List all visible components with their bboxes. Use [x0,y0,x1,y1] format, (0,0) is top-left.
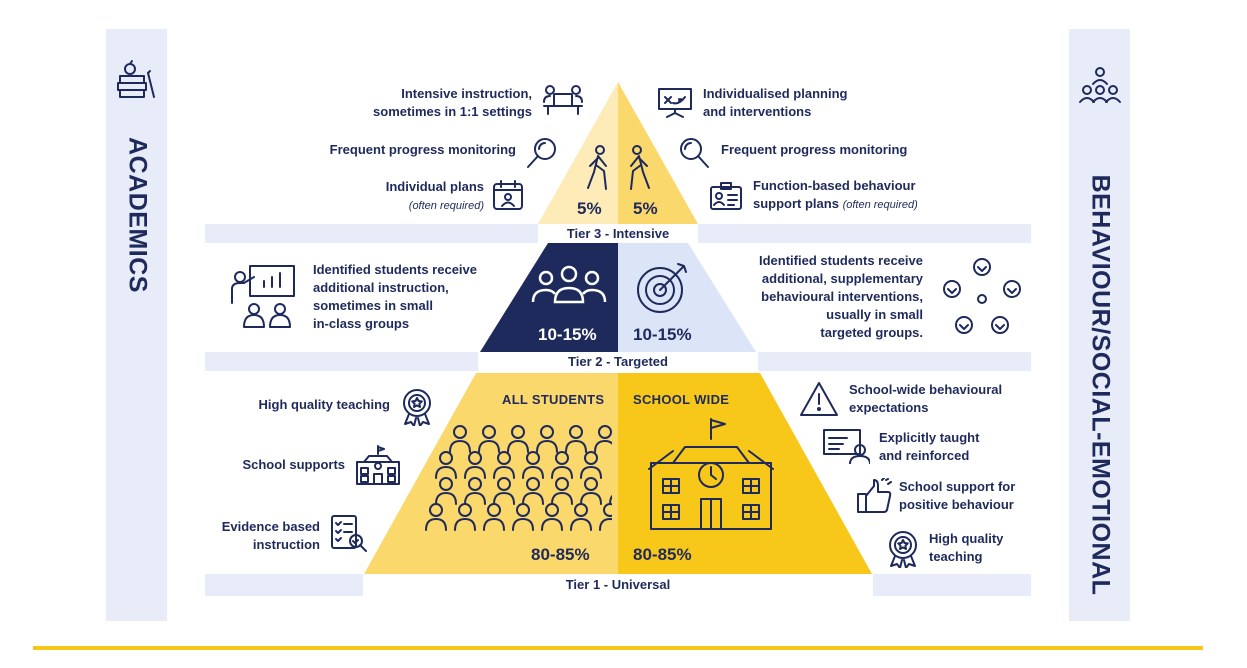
award-icon [403,389,431,426]
crowd-icon [425,425,612,531]
tier3-left-segment [538,82,618,224]
academics-t1-item-3: Evidence based instruction [221,519,320,552]
checklist-icon [331,515,367,552]
group-circle-icon [1079,67,1121,103]
group-people-icon [531,265,607,304]
tier3-label: Tier 3 - Intensive [566,226,670,241]
tier1-left-pct: 80-85% [531,545,590,564]
books-apple-icon [117,60,155,98]
tier1-right-pct: 80-85% [633,545,692,564]
tier2-left-pct: 10-15% [538,325,597,344]
academics-title: ACADEMICS [123,137,151,293]
academics-sidebar: ACADEMICS [106,29,167,621]
teacher-board-icon [823,429,870,464]
presentation-group-icon [231,265,295,328]
tier1-label-bg [363,574,873,596]
magnifier-icon [680,138,709,168]
academics-t1-item-1: High quality teaching [258,397,390,412]
tier3-right-pct: 5% [633,199,658,218]
tier3-label-bg [538,224,698,243]
award-icon [889,531,917,568]
target-icon [637,263,687,313]
behaviour-t1-item-4: High quality teaching [929,531,1004,564]
tier2-label-bg [478,352,758,371]
tier3-left-pct: 5% [577,199,602,218]
tier1-label: Tier 1 - Universal [565,577,671,592]
behaviour-t3-item-2: Frequent progress monitoring [721,142,908,157]
tier1-right-segment [618,373,872,574]
academics-t3-item-2: Frequent progress monitoring [329,142,516,157]
all-students-heading: ALL STUDENTS [502,392,605,407]
calendar-person-icon [493,180,523,210]
school-icon [356,445,400,485]
thumbs-up-icon [857,478,892,513]
desk-people-icon [543,85,583,115]
tier2-right-pct: 10-15% [633,325,692,344]
behaviour-t1-item-3: School support for positive behaviour [899,479,1016,512]
academics-t3-item-3: Individual plans (often required) [385,179,484,212]
warning-icon [800,382,838,416]
academics-t2-text: Identified students receive additional i… [313,262,477,331]
tier2-left-segment [480,243,618,352]
tier2-label: Tier 2 - Targeted [568,354,668,369]
school-wide-heading: SCHOOL WIDE [633,392,730,407]
behaviour-t1-item-2: Explicitly taught and reinforced [879,430,980,463]
walking-student-icon [587,145,607,190]
behaviour-t1-item-1: School-wide behavioural expectations [849,382,1003,415]
behaviour-t2-text: Identified students receive additional, … [759,253,923,340]
behaviour-t3-item-3: Function-based behaviour support plans (… [753,178,918,211]
magnifier-icon [527,138,556,168]
strategy-board-icon [658,88,692,118]
behaviour-title: BEHAVIOUR/SOCIAL-EMOTIONAL [1086,174,1114,596]
academics-t3-item-1: Intensive instruction, sometimes in 1:1 … [373,86,532,119]
behaviour-sidebar: BEHAVIOUR/SOCIAL-EMOTIONAL [1069,29,1130,621]
footer-divider [33,646,1203,650]
tier3-right-segment [618,82,698,224]
walking-student-icon [630,145,650,190]
id-card-icon [710,182,742,210]
handshake-circle-icon [943,258,1021,334]
school-building-icon [648,418,774,530]
behaviour-t3-item-1: Individualised planning and intervention… [703,86,848,119]
academics-t1-item-2: School supports [242,457,345,472]
